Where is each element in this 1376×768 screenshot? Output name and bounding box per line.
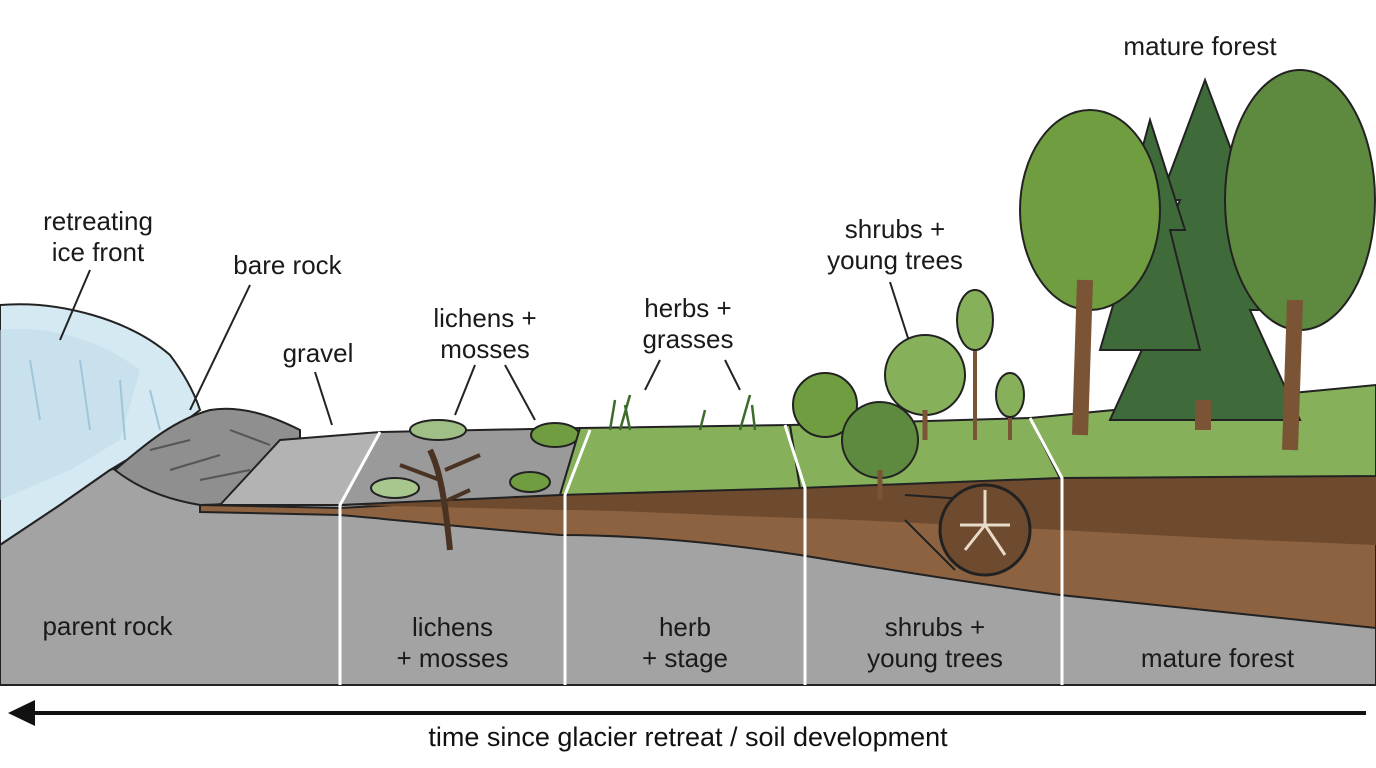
zone-parent-rock: parent rock — [42, 611, 173, 641]
root-inset — [904, 483, 1032, 577]
label-shrubs-young-trees: shrubs + young trees — [827, 214, 963, 275]
label-gravel: gravel — [282, 338, 354, 368]
zone-lichens-mosses: lichens + mosses — [396, 612, 509, 673]
label-mature-forest: mature forest — [1123, 31, 1277, 61]
zone-mature-forest: mature forest — [1140, 643, 1295, 673]
zone-shrubs-young-trees: shrubs + young trees — [867, 612, 1003, 673]
timeline-caption: time since glacier retreat / soil develo… — [428, 722, 948, 752]
glacier-ice — [0, 303, 202, 547]
zone-dividers — [338, 417, 1064, 685]
mature-forest — [1019, 69, 1376, 451]
label-retreating-ice-front: retreating ice front — [43, 206, 153, 267]
label-bare-rock: bare rock — [233, 250, 342, 280]
label-herbs-grasses: herbs + grasses — [642, 293, 734, 354]
lichen-moss-ground — [338, 419, 582, 551]
zone-herb-stage: herb + stage — [641, 612, 728, 673]
shrubs — [792, 289, 1025, 500]
leader-lines — [59, 269, 909, 426]
timeline-arrow — [8, 700, 1366, 726]
label-lichens-mosses: lichens + mosses — [433, 303, 537, 364]
herb-meadow — [558, 394, 802, 497]
